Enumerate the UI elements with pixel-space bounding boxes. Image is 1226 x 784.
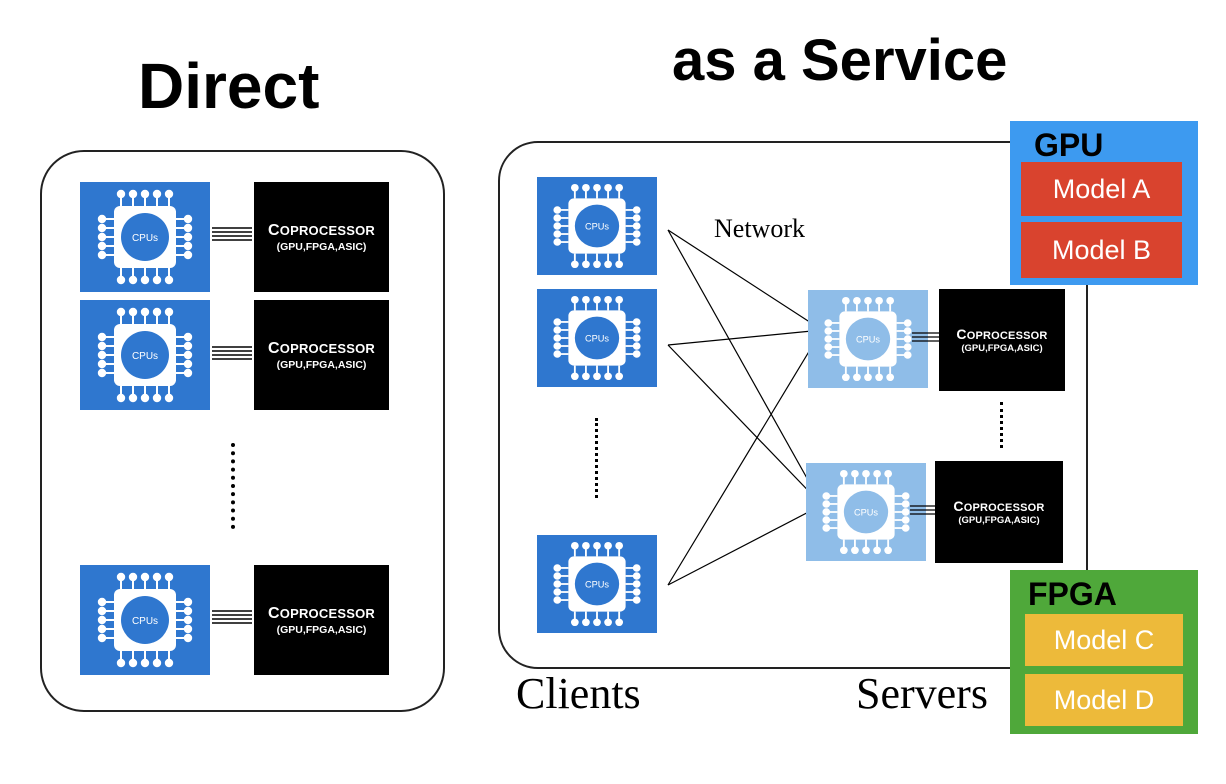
coprocessor-box: COPROCESSOR (GPU,FPGA,ASIC) — [939, 289, 1065, 391]
service-title: as a Service — [672, 28, 1008, 93]
service-frame — [498, 141, 1088, 669]
bus-lines — [212, 610, 252, 624]
bus-lines — [910, 505, 938, 515]
gpu-label: GPU — [1034, 127, 1104, 163]
server-cpu-chip: CPUs — [806, 463, 926, 561]
cpu-label: CPUs — [585, 222, 610, 232]
server-cpu-chip: CPUs — [808, 290, 928, 388]
bus-lines — [212, 227, 252, 241]
cpu-label: CPUs — [856, 335, 881, 345]
coprocessor-box: COPROCESSOR (GPU,FPGA,ASIC) — [254, 300, 389, 410]
ellipsis-dots — [231, 443, 235, 529]
network-label: Network — [714, 214, 805, 243]
cpu-label: CPUs — [585, 580, 610, 590]
ellipsis-dots — [1000, 402, 1003, 448]
model-d-box: Model D — [1025, 674, 1183, 726]
coprocessor-box: COPROCESSOR (GPU,FPGA,ASIC) — [935, 461, 1063, 563]
coprocessor-box: COPROCESSOR (GPU,FPGA,ASIC) — [254, 182, 389, 292]
model-c-box: Model C — [1025, 614, 1183, 666]
client-cpu-chip: CPUs — [537, 535, 657, 633]
bus-lines — [212, 346, 252, 360]
client-cpu-chip: CPUs — [537, 177, 657, 275]
bus-lines — [912, 332, 940, 342]
ellipsis-dots — [595, 418, 598, 498]
coprocessor-box: COPROCESSOR (GPU,FPGA,ASIC) — [254, 565, 389, 675]
fpga-label: FPGA — [1028, 576, 1117, 612]
cpu-label: CPUs — [585, 334, 610, 344]
direct-frame — [40, 150, 445, 712]
clients-label: Clients — [516, 669, 641, 718]
cpu-label: CPUs — [132, 351, 158, 362]
servers-label: Servers — [856, 669, 988, 718]
cpu-label: CPUs — [132, 616, 158, 627]
gpu-box: GPU Model A Model B — [1010, 121, 1198, 285]
cpu-label: CPUs — [854, 508, 879, 518]
direct-title: Direct — [138, 50, 320, 122]
fpga-box: FPGA Model C Model D — [1010, 570, 1198, 734]
cpu-chip: CPUs — [80, 182, 210, 292]
cpu-chip: CPUs — [80, 300, 210, 410]
cpu-label: CPUs — [132, 233, 158, 244]
client-cpu-chip: CPUs — [537, 289, 657, 387]
model-a-box: Model A — [1021, 162, 1182, 216]
cpu-chip: CPUs — [80, 565, 210, 675]
model-b-box: Model B — [1021, 222, 1182, 278]
